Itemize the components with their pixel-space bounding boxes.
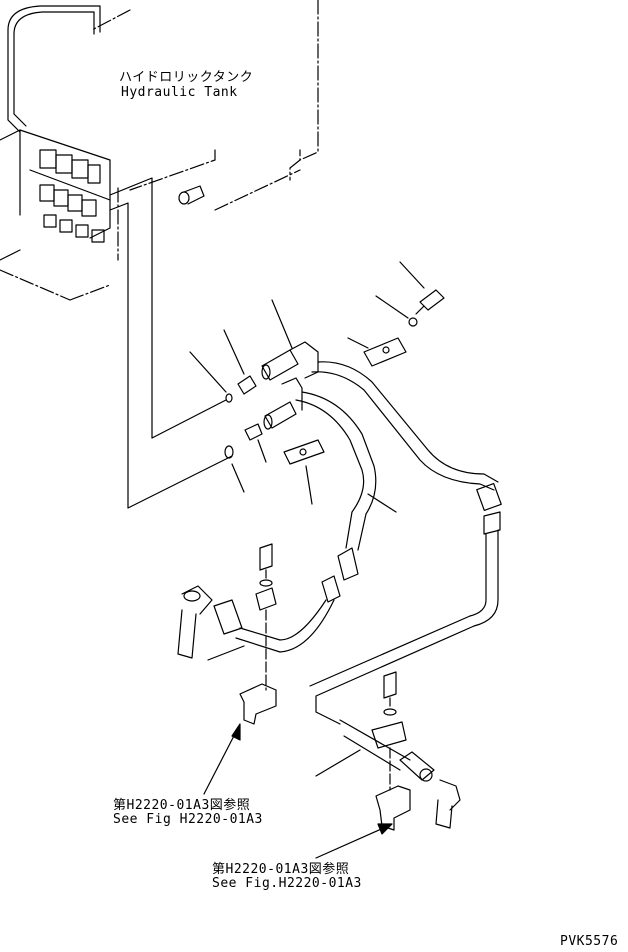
reference-note-a-en: See Fig H2220-01A3 xyxy=(113,812,263,827)
lower-left-elbow xyxy=(178,586,242,658)
hose-right-long xyxy=(310,362,501,724)
bolt xyxy=(260,544,272,570)
control-valve-bank xyxy=(0,130,110,260)
lower-right-hose-end xyxy=(340,672,460,830)
connector xyxy=(238,376,256,394)
o-ring xyxy=(226,394,232,402)
hydraulic-tank-label-jp: ハイドロリックタンク xyxy=(119,70,254,85)
drawing-id: PVK5576 xyxy=(560,934,619,949)
hose-middle xyxy=(236,392,376,652)
reference-note-a-jp: 第H2220-01A3図参照 xyxy=(113,798,251,813)
elbow-fitting xyxy=(262,350,298,380)
hydraulic-tank-label-en: Hydraulic Tank xyxy=(121,85,238,100)
routing-lines xyxy=(110,178,232,508)
reference-note-b-jp: 第H2220-01A3図参照 xyxy=(212,862,350,877)
connector xyxy=(245,424,262,440)
upper-clamp-brackets xyxy=(284,290,444,464)
reference-arrow-b xyxy=(316,824,392,858)
reference-note-b-en: See Fig.H2220-01A3 xyxy=(212,876,362,891)
o-ring xyxy=(225,446,233,458)
leader-lines xyxy=(190,262,424,776)
lower-left-clamp xyxy=(240,544,276,724)
upper-fittings xyxy=(225,342,318,458)
tank-port-fitting xyxy=(179,186,204,204)
bolt xyxy=(420,290,444,310)
elbow-fitting xyxy=(265,402,296,428)
reference-arrow-a xyxy=(204,724,240,794)
hydraulic-tank-outline xyxy=(0,0,318,300)
bolt xyxy=(384,672,396,698)
tank-handle-rail xyxy=(8,6,100,132)
mounting-bracket xyxy=(240,684,276,724)
washer xyxy=(260,580,272,586)
washer xyxy=(384,709,396,715)
washer xyxy=(409,318,417,326)
mounting-bracket xyxy=(376,786,410,830)
